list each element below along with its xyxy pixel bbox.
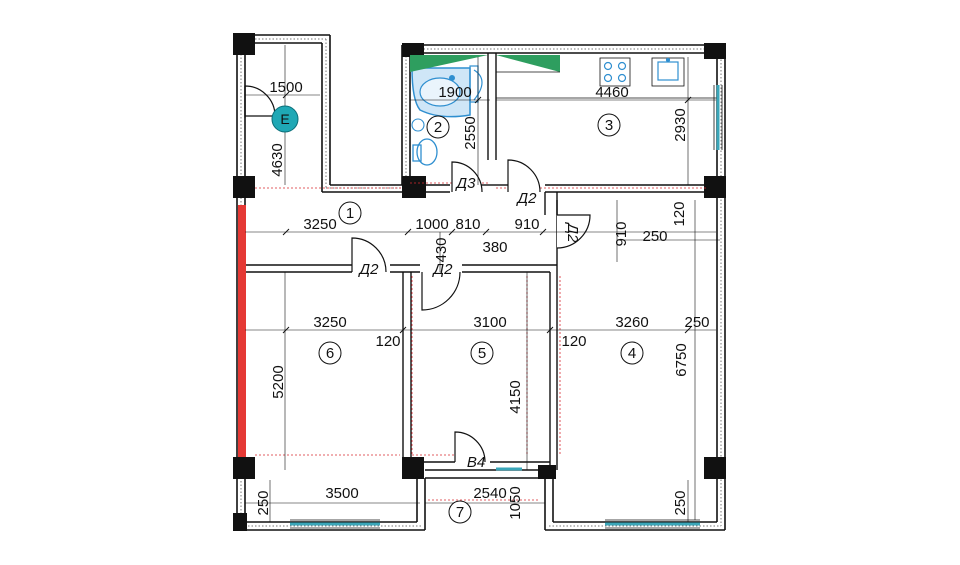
dim-room5-height: 4150 xyxy=(507,380,524,413)
dim-loggia-height: 1050 xyxy=(507,486,524,519)
dim-room4-width: 3260 xyxy=(615,314,648,331)
room-5-label: 5 xyxy=(478,345,486,362)
toilet xyxy=(412,138,438,166)
dim-kitchen-height: 2930 xyxy=(672,108,689,141)
dim-hall-380: 380 xyxy=(482,239,507,256)
dim-hall-430: 430 xyxy=(433,237,450,262)
dim-room4-910: 910 xyxy=(613,221,630,246)
dim-wall-250-right: 250 xyxy=(684,314,709,331)
room-4-label: 4 xyxy=(628,345,636,362)
dim-corridor-height: 4630 xyxy=(269,143,286,176)
entrance-label: E xyxy=(280,111,289,127)
door-label-d2-room6: Д2 xyxy=(358,261,380,278)
dim-hall-810: 810 xyxy=(455,216,480,233)
room-7-label: 7 xyxy=(456,504,464,521)
windows xyxy=(290,85,720,526)
dim-loggia-width: 2540 xyxy=(473,485,506,502)
walls xyxy=(236,34,726,531)
washbasin-left xyxy=(411,118,425,132)
dimension-ticks xyxy=(282,91,692,334)
room-2-label: 2 xyxy=(434,119,442,136)
dim-entrance-width: 1500 xyxy=(269,79,302,96)
kitchen-counter xyxy=(410,55,560,73)
room-labels: 1 2 3 4 5 6 7 xyxy=(326,117,636,521)
dim-hall-910: 910 xyxy=(514,216,539,233)
dim-hall-1000: 1000 xyxy=(415,216,448,233)
door-label-d3: Д3 xyxy=(455,175,477,192)
room-1-label: 1 xyxy=(346,205,354,222)
dim-hall-width: 3250 xyxy=(303,216,336,233)
columns xyxy=(233,33,726,531)
window-frames xyxy=(290,85,723,529)
room-markers xyxy=(318,113,644,524)
dimension-lines xyxy=(245,45,720,522)
dim-bath-width: 1900 xyxy=(438,84,471,101)
dim-wall-120-b: 120 xyxy=(561,333,586,350)
room-6-label: 6 xyxy=(326,345,334,362)
dim-room6-width: 3250 xyxy=(313,314,346,331)
sink xyxy=(469,65,483,103)
dim-bottom-3500: 3500 xyxy=(325,485,358,502)
door-labels: Д3 Д2 Д2 Д2 Д2 В4 xyxy=(358,175,581,471)
bathtub xyxy=(411,67,471,118)
interior-walls xyxy=(245,53,717,470)
kitchen-sink xyxy=(651,57,685,87)
dim-wall-120-a: 120 xyxy=(375,333,400,350)
door-label-d2-room5: Д2 xyxy=(432,261,454,278)
dim-kitchen-width: 4460 xyxy=(595,84,628,101)
dim-bath-height: 2550 xyxy=(462,116,479,149)
dim-room6-height: 5200 xyxy=(270,365,287,398)
dim-room4-height: 6750 xyxy=(673,343,690,376)
door-label-b4: В4 xyxy=(467,454,485,471)
stove xyxy=(599,57,631,87)
door-label-d2-room4: Д2 xyxy=(564,222,581,244)
dim-wall-250-bl: 250 xyxy=(255,490,272,515)
balcony-wall xyxy=(238,205,246,457)
dim-room5-width: 3100 xyxy=(473,314,506,331)
dim-room4-120: 120 xyxy=(671,201,688,226)
dimension-labels: 1500 4630 1900 2550 4460 2930 3250 1000 … xyxy=(255,79,710,520)
door-label-d2-kitchen: Д2 xyxy=(516,190,538,207)
room-3-label: 3 xyxy=(605,117,613,134)
door-swings xyxy=(244,85,591,463)
entrance-badge xyxy=(271,105,299,133)
dim-room4-250: 250 xyxy=(642,228,667,245)
dim-wall-250-br: 250 xyxy=(672,490,689,515)
